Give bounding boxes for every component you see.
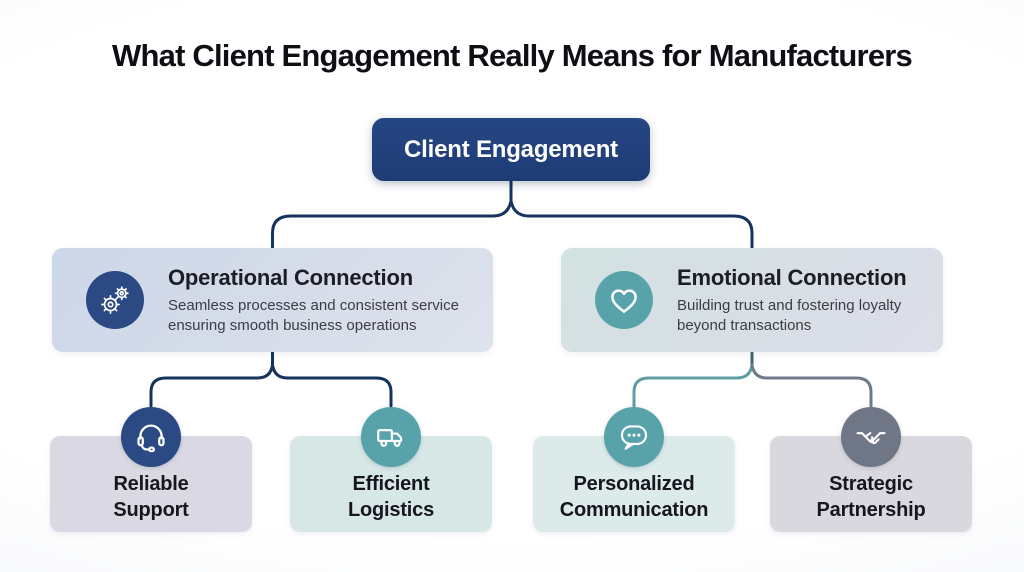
branch-title: Operational Connection: [168, 264, 413, 290]
headset-icon: [121, 407, 181, 467]
leaf-label: Strategic Partnership: [816, 473, 926, 521]
operational-right-branch-line: [271, 363, 393, 408]
leaf-label: Reliable Support: [113, 473, 189, 521]
handshake-icon: [841, 407, 901, 467]
branch-title: Emotional Connection: [677, 264, 907, 290]
emotional-right-branch-line: [750, 363, 873, 408]
root-right-branch-line: [509, 199, 754, 250]
branch-text-operational: Operational Connection Seamless processe…: [168, 265, 483, 336]
heart-icon: [595, 271, 653, 329]
root-left-branch-line: [271, 199, 513, 250]
root-node: Client Engagement: [372, 118, 650, 181]
chat-bubble-icon: [604, 407, 664, 467]
branch-description: Seamless processes and consistent servic…: [168, 296, 459, 334]
operational-left-branch-line: [149, 363, 274, 408]
branch-text-emotional: Emotional Connection Building trust and …: [677, 265, 945, 336]
root-node-label: Client Engagement: [404, 135, 618, 163]
branch-card-operational: Operational Connection Seamless processe…: [52, 248, 493, 352]
leaf-label: Personalized Communication: [559, 473, 709, 521]
leaf-label: Efficient Logistics: [348, 473, 434, 521]
emotional-left-branch-line: [632, 363, 754, 408]
truck-icon: [361, 407, 421, 467]
gears-icon: [86, 271, 144, 329]
page-title: What Client Engagement Really Means for …: [112, 38, 913, 73]
branch-description: Building trust and fostering loyalty bey…: [677, 296, 902, 334]
branch-card-emotional: Emotional Connection Building trust and …: [561, 248, 943, 352]
